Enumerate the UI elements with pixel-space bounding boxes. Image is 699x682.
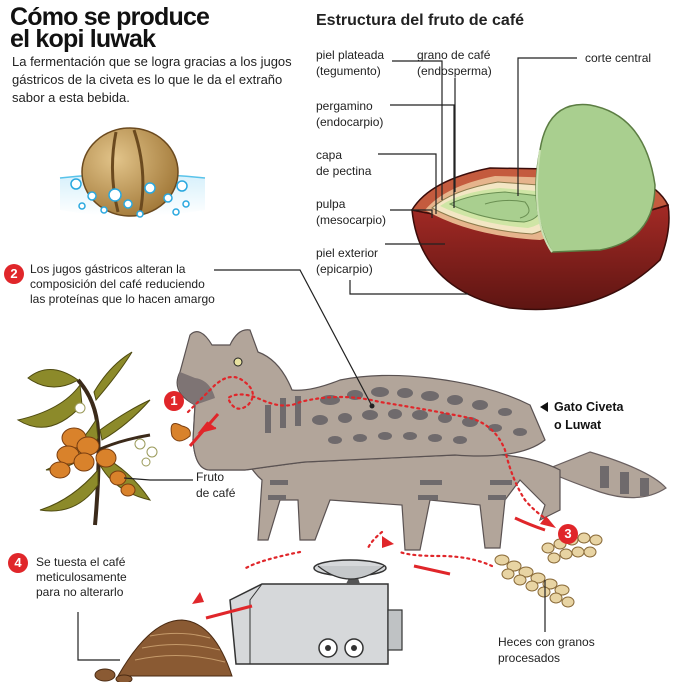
label-heces: Heces con granos procesados <box>498 635 595 665</box>
roasted-beans-pile <box>94 619 233 682</box>
label-fruto-de-cafe: Fruto de café <box>196 470 236 500</box>
civet-illustration <box>176 329 667 551</box>
label-pergamino: pergamino (endocarpio) <box>316 99 384 129</box>
label-grano-de-cafe: grano de café (endosperma) <box>417 48 492 78</box>
digestive-path <box>186 375 550 570</box>
title-line-1: Cómo se produce <box>10 3 210 31</box>
step-2-text: Los jugos gástricos alteran la composici… <box>30 262 215 306</box>
label-piel-exterior: piel exterior (epicarpio) <box>316 246 379 276</box>
step-4-badge: 4 <box>8 553 28 573</box>
coffee-branch-illustration <box>16 351 191 526</box>
label-gato-civeta: Gato Civeta o Luwat <box>554 400 624 432</box>
step-2-badge: 2 <box>4 264 24 284</box>
label-piel-plateada: piel plateada (tegumento) <box>316 48 385 78</box>
step4-leader-line <box>77 612 120 661</box>
bean-in-juice-illustration <box>59 127 206 218</box>
structure-leader-lines <box>349 57 577 295</box>
structure-title: Estructura del fruto de café <box>316 12 525 29</box>
step-1-badge: 1 <box>164 391 184 411</box>
coffee-fruit-cross-section <box>410 103 670 311</box>
roaster-illustration <box>229 559 403 665</box>
droppings-illustration <box>494 532 603 608</box>
coffee-bean-shape <box>81 127 179 217</box>
bubbles-group <box>70 178 190 218</box>
label-pulpa: pulpa (mesocarpio) <box>316 197 387 227</box>
civet-spots <box>265 387 527 500</box>
intro-text: La fermentación que se logra gracias a l… <box>12 54 292 105</box>
step2-leader-line <box>214 269 373 407</box>
title-line-2: el kopi luwak <box>10 25 156 53</box>
page-title: Cómo se produce el kopi luwak <box>10 3 210 53</box>
fruit-leader-line <box>123 477 193 481</box>
label-capa-de-pectina: capa de pectina <box>316 148 372 178</box>
label-corte-central: corte central <box>585 51 652 65</box>
step-3-badge: 3 <box>558 524 578 544</box>
civet-pointer-icon <box>540 402 548 412</box>
step-4-text: Se tuesta el café meticulosamente para n… <box>36 555 127 599</box>
